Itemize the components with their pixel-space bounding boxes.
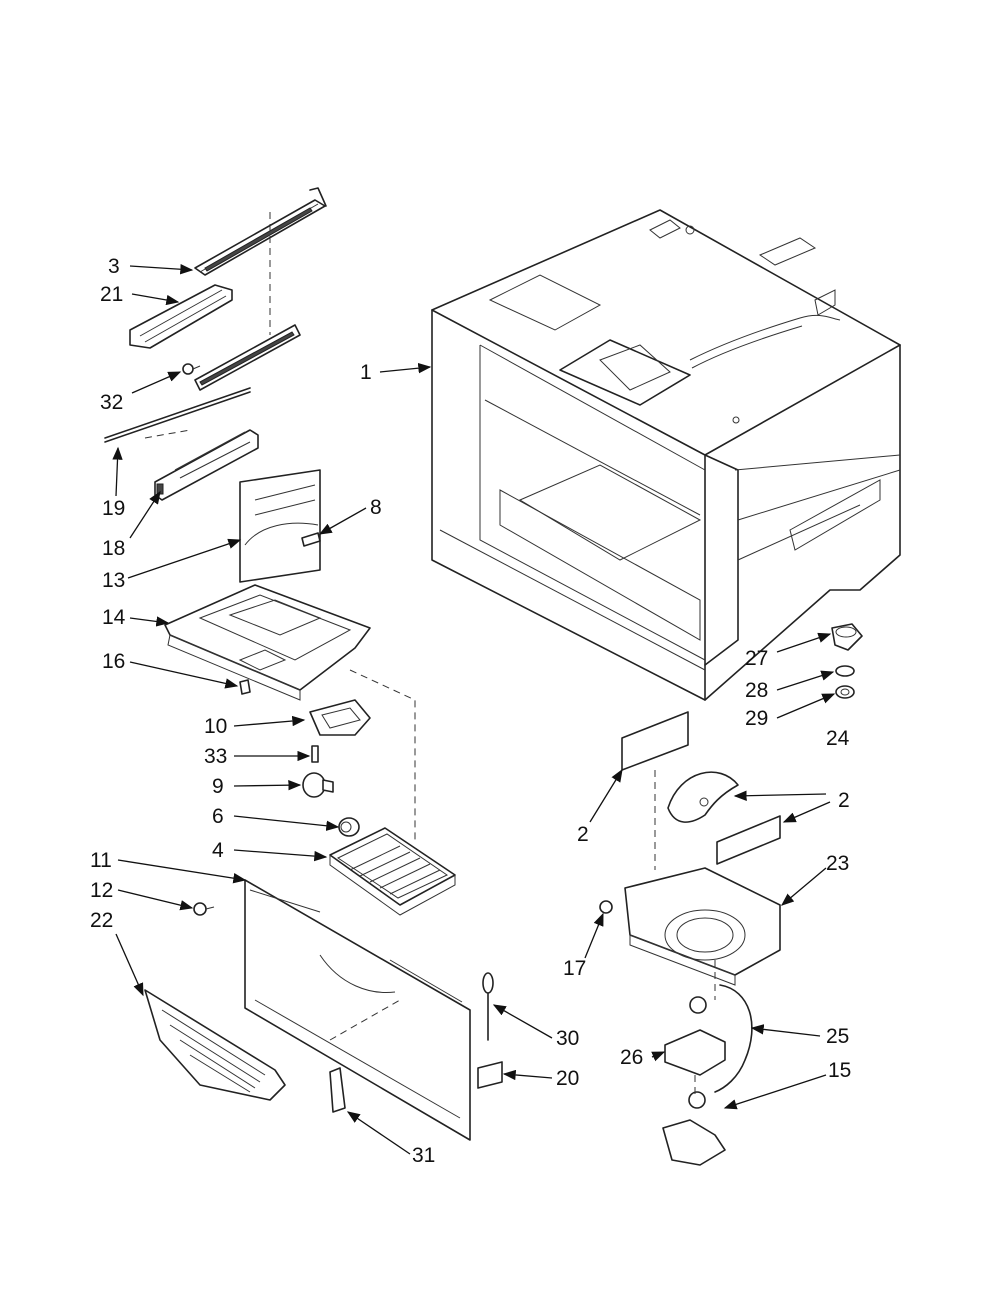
leader-lines — [112, 264, 836, 1155]
fan-blade — [667, 771, 739, 823]
assembly-lines — [144, 212, 716, 1095]
probe — [482, 972, 494, 1041]
callout-26: 26 — [620, 1046, 644, 1069]
grommet — [831, 623, 863, 651]
callout-25: 25 — [826, 1025, 850, 1048]
slide-rail-lower — [104, 324, 301, 443]
callout-17: 17 — [563, 957, 587, 980]
screw-8 — [301, 532, 321, 547]
washer — [835, 665, 855, 677]
clip-16 — [239, 679, 251, 695]
callout-15: 15 — [828, 1059, 852, 1082]
callout-32: 32 — [100, 391, 124, 414]
callout-33: 33 — [204, 745, 228, 768]
callout-9: 9 — [212, 775, 224, 798]
callout-21: 21 — [100, 283, 124, 306]
housing-tray — [164, 584, 371, 701]
callout-28: 28 — [745, 679, 769, 702]
freezer-liner — [431, 209, 901, 701]
wire-harness — [714, 984, 753, 1093]
callout-20: 20 — [556, 1067, 580, 1090]
callout-18: 18 — [102, 537, 126, 560]
callout-27: 27 — [745, 647, 769, 670]
callout-19: 19 — [102, 497, 126, 520]
slide-bracket — [129, 284, 233, 349]
mounting-plate — [239, 469, 321, 583]
callout-24: 24 — [826, 727, 850, 750]
screw-17 — [599, 900, 613, 914]
callout-6: 6 — [212, 805, 224, 828]
callout-3: 3 — [108, 255, 120, 278]
callout-2-lower: 2 — [838, 789, 850, 812]
insulation-pad-upper — [621, 711, 689, 771]
screw-33 — [311, 745, 319, 763]
callout-29: 29 — [745, 707, 769, 730]
callout-2-upper: 2 — [577, 823, 589, 846]
callout-8: 8 — [370, 496, 382, 519]
callout-22: 22 — [90, 909, 114, 932]
callout-1: 1 — [360, 361, 372, 384]
callout-30: 30 — [556, 1027, 580, 1050]
insulation-pad-lower — [716, 815, 781, 865]
shelf-grille — [329, 827, 456, 916]
callout-12: 12 — [90, 879, 114, 902]
screw-32 — [182, 363, 201, 375]
sensor — [329, 1067, 346, 1113]
fan-shroud — [624, 867, 781, 986]
foam-strip — [477, 1061, 503, 1089]
light-housing — [309, 699, 371, 736]
callout-11: 11 — [90, 849, 112, 872]
access-panel — [244, 879, 471, 1141]
callout-23: 23 — [826, 852, 850, 875]
socket — [338, 817, 360, 837]
callout-31: 31 — [412, 1144, 436, 1167]
grille — [144, 989, 286, 1101]
callout-13: 13 — [102, 569, 126, 592]
screw-12 — [193, 902, 215, 916]
fan-motor — [664, 996, 726, 1076]
callout-16: 16 — [102, 650, 126, 673]
callout-14: 14 — [102, 606, 126, 629]
nut — [835, 685, 855, 699]
callout-4: 4 — [212, 839, 224, 862]
bulb — [302, 772, 334, 798]
slide-rail-upper — [194, 187, 327, 276]
callout-10: 10 — [204, 715, 228, 738]
motor-bracket — [662, 1091, 726, 1166]
